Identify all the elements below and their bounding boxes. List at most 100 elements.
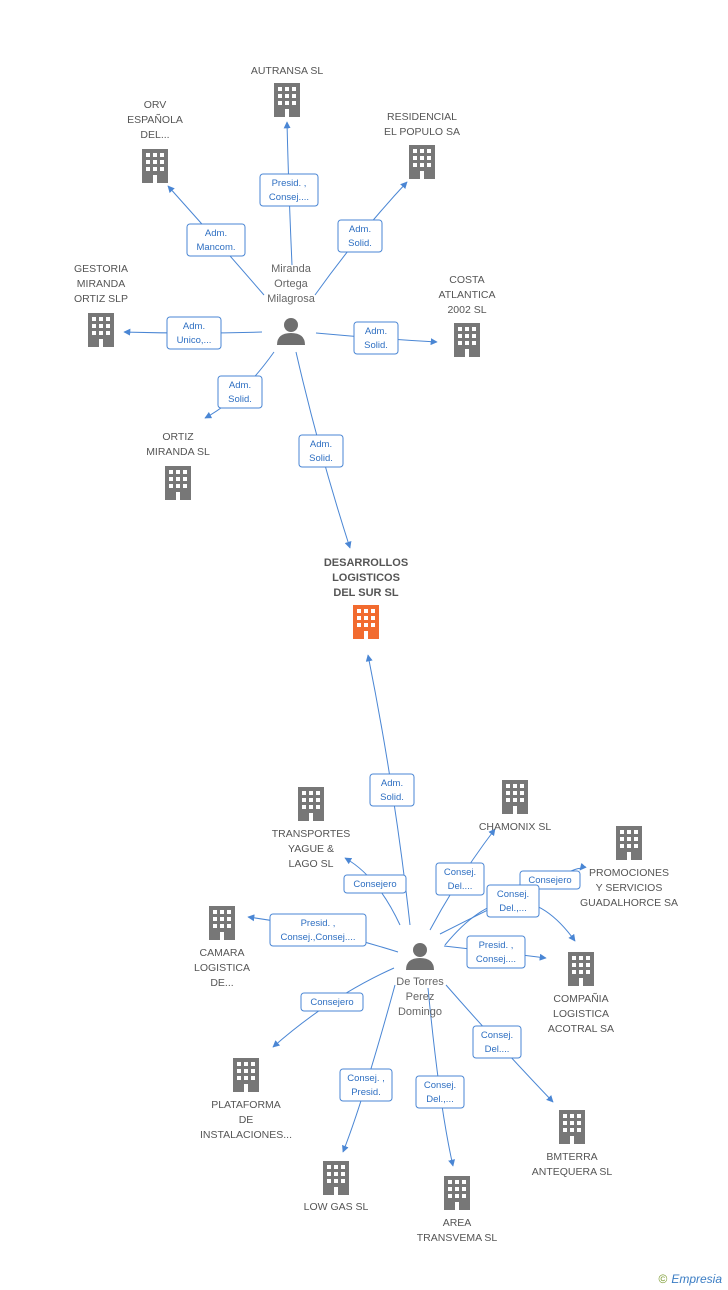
edge-label-box — [186, 223, 246, 257]
node-label: ATLANTICA — [439, 289, 496, 301]
node-label: ORTIZ — [162, 431, 194, 443]
node-label: DESARROLLOS — [324, 557, 408, 569]
building-icon — [323, 1161, 349, 1195]
edge-label[interactable]: Adm. Solid. — [298, 434, 344, 468]
building-icon — [444, 1176, 470, 1210]
node-label: Domingo — [398, 1006, 442, 1018]
node-label: DE... — [210, 977, 233, 989]
edge-label[interactable]: Adm.Solid. — [217, 375, 263, 409]
edge-label-box — [369, 773, 415, 807]
edge-label[interactable]: Presid. , Consej.,Consej.... — [269, 913, 367, 947]
edge-label-text: Consejero — [353, 879, 396, 890]
building-icon — [559, 1110, 585, 1144]
copyright-symbol: © — [658, 1272, 668, 1286]
edge-label[interactable]: Consej. ,Presid. — [339, 1068, 393, 1102]
node-label: LOGISTICA — [553, 1008, 609, 1020]
node-label: ORTIZ SLP — [74, 293, 128, 305]
building-icon — [409, 145, 435, 179]
node-label: CAMARA — [200, 947, 245, 959]
edge-label-text: Adm. — [229, 380, 251, 391]
edge-label-text: Consej. — [481, 1030, 513, 1041]
node-label: PROMOCIONES — [589, 867, 669, 879]
building-icon — [454, 323, 480, 357]
building-icon — [274, 83, 300, 117]
node-label: LAGO SL — [289, 858, 334, 870]
edge-label-text: Del.... — [448, 881, 473, 892]
edge-label-text: Adm. — [205, 228, 227, 239]
edge-label-box — [337, 219, 383, 253]
edge-label[interactable]: Adm.Solid. — [337, 219, 383, 253]
edge-label-text: Solid. — [309, 453, 333, 464]
edge-label-box — [353, 321, 399, 355]
company-node-bmterra[interactable]: BMTERRA ANTEQUERA SL — [532, 1110, 613, 1178]
edge-label[interactable]: Adm.Mancom. — [186, 223, 246, 257]
edge-label-text: Adm. — [381, 778, 403, 789]
edge-label-text: Presid. , — [272, 178, 307, 189]
edge-label-text: Consej.... — [476, 954, 516, 965]
building-icon — [209, 906, 235, 940]
edge-label[interactable]: Consej.Del.... — [472, 1025, 522, 1059]
node-label: Y SERVICIOS — [596, 882, 663, 894]
node-label: TRANSPORTES — [272, 828, 351, 840]
company-node-lowgas[interactable]: LOW GAS SL — [304, 1161, 369, 1213]
edge-label-text: Del.,... — [499, 903, 526, 914]
edge-label-box — [486, 884, 540, 918]
company-node-camara[interactable]: CAMARALOGISTICADE... — [194, 906, 250, 989]
edge-label[interactable]: Presid. ,Consej.... — [466, 935, 526, 969]
company-node-autransa[interactable]: AUTRANSA SL — [251, 65, 324, 117]
edge-label-text: Presid. , — [301, 918, 336, 929]
company-node-chamonix[interactable]: CHAMONIX SL — [479, 780, 552, 833]
node-label: ESPAÑOLA — [127, 113, 183, 126]
edge-label[interactable]: Consej.Del.,... — [415, 1075, 465, 1109]
edge-label-text: Solid. — [380, 792, 404, 803]
edge-label[interactable]: Adm.Unico,... — [166, 316, 222, 350]
node-label: ANTEQUERA SL — [532, 1166, 613, 1178]
node-label: GESTORIA — [74, 263, 128, 275]
edge-label-text: Consej.,Consej.... — [281, 932, 356, 943]
node-label: ACOTRAL SA — [548, 1023, 614, 1035]
node-label: 2002 SL — [447, 304, 486, 316]
edge-label-box — [415, 1075, 465, 1109]
node-label: Miranda — [271, 263, 312, 275]
company-node-plataforma[interactable]: PLATAFORMADEINSTALACIONES... — [200, 1058, 292, 1141]
node-label: INSTALACIONES... — [200, 1129, 292, 1141]
node-label: MIRANDA — [77, 278, 125, 290]
edge-label[interactable]: Adm. Solid. — [369, 773, 415, 807]
building-icon — [233, 1058, 259, 1092]
edge-label[interactable]: Adm.Solid. — [353, 321, 399, 355]
edge-label[interactable]: Presid. ,Consej.... — [259, 173, 319, 207]
edge-label[interactable]: Consejero — [300, 992, 364, 1012]
node-label: Perez — [406, 991, 435, 1003]
edge-label-box — [339, 1068, 393, 1102]
node-label: DEL... — [140, 129, 169, 141]
node-label: LOGISTICOS — [332, 572, 400, 584]
edge-label-box — [472, 1025, 522, 1059]
edge-label-box — [300, 992, 364, 1012]
edge-label-box — [259, 173, 319, 207]
person-icon — [277, 318, 305, 345]
company-node-transportes[interactable]: TRANSPORTES YAGUE & LAGO SL — [272, 787, 351, 870]
building-icon — [298, 787, 324, 821]
footer-brand: ©Empresia — [658, 1272, 722, 1286]
node-label: YAGUE & — [288, 843, 334, 855]
company-node-orv[interactable]: ORVESPAÑOLADEL... — [127, 99, 183, 183]
company-node-gestoria[interactable]: GESTORIA MIRANDA ORTIZ SLP — [74, 263, 128, 347]
node-label: BMTERRA — [546, 1151, 597, 1163]
edge-label[interactable]: Consejero — [343, 874, 407, 894]
edge-label-text: Solid. — [348, 238, 372, 249]
edge-label-box — [269, 913, 367, 947]
edge-label[interactable]: Consej. Del.... — [435, 862, 485, 896]
edge-label-text: Adm. — [310, 439, 332, 450]
edge-label[interactable]: Consej.Del.,... — [486, 884, 540, 918]
edge-label-text: Consej. — [444, 867, 476, 878]
edge-label-text: Adm. — [365, 326, 387, 337]
